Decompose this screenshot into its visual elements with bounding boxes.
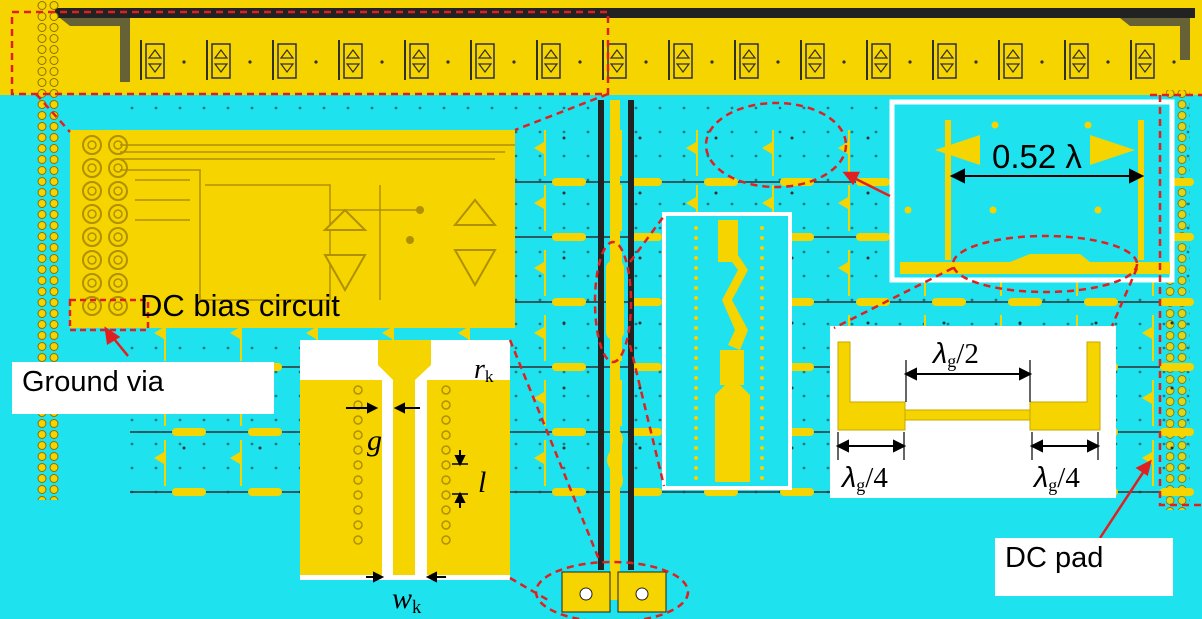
transition-panel — [662, 212, 792, 490]
dc-bias-circuit-label: DC bias circuit — [140, 288, 340, 323]
quarter-wavelength-left-label: λg/4 — [842, 462, 888, 496]
strip-width-label: wk — [392, 582, 422, 618]
antenna-element — [838, 250, 890, 306]
via-pitch-label: l — [478, 466, 487, 499]
quarter-wavelength-right-label: λg/4 — [1034, 462, 1080, 496]
strip-cell — [1130, 40, 1176, 80]
gap-g-label: g — [367, 424, 382, 457]
strip-cell — [404, 40, 450, 80]
central-feed-line — [598, 100, 634, 600]
cpw-detail-panel — [300, 340, 510, 583]
strip-cell — [668, 40, 714, 80]
antenna-element — [1142, 315, 1194, 371]
strip-cell — [470, 40, 516, 80]
antenna-element — [534, 185, 586, 241]
callout-arrows — [104, 171, 1152, 539]
strip-cell — [536, 40, 582, 80]
strip-cell — [602, 40, 648, 80]
strip-cell — [140, 40, 186, 80]
ground-via-label: Ground via — [12, 362, 274, 414]
antenna-element — [534, 440, 586, 496]
antenna-element — [1142, 380, 1194, 436]
strip-cell — [998, 40, 1044, 80]
strip-cell — [1064, 40, 1110, 80]
antenna-element — [534, 250, 586, 306]
half-wavelength-label: λg/2 — [933, 338, 979, 372]
strip-cells — [140, 40, 1176, 80]
dc-bias-circuit-panel — [68, 130, 515, 332]
strip-cell — [338, 40, 384, 80]
strip-cell — [800, 40, 846, 80]
element-spacing-label: 0.52 λ — [992, 138, 1082, 175]
callout-lines — [10, 10, 1202, 619]
left-via-column — [36, 0, 60, 500]
strip-cell — [932, 40, 978, 80]
ground-via-highlight — [68, 298, 150, 332]
antenna-element — [534, 130, 586, 186]
antenna-element — [838, 185, 890, 241]
bottom-connector — [561, 571, 667, 613]
strip-cell — [734, 40, 780, 80]
antenna-element — [534, 315, 586, 371]
via-radius-label: rk — [474, 354, 494, 387]
antenna-element — [534, 380, 586, 436]
top-bias-strip — [0, 0, 1202, 95]
strip-cell — [206, 40, 252, 80]
dc-pad-label: DC pad — [995, 538, 1173, 596]
antenna-element — [230, 440, 282, 496]
antenna-element — [686, 130, 738, 186]
strip-cell — [272, 40, 318, 80]
antenna-element — [154, 440, 206, 496]
quarter-wave-panel — [830, 326, 1116, 498]
strip-cell — [866, 40, 912, 80]
antenna-element — [762, 130, 814, 186]
